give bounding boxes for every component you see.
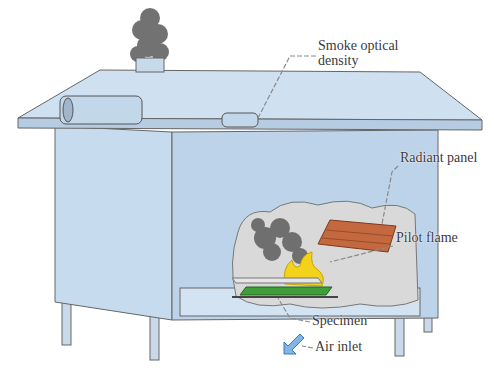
chamber-side [55, 126, 172, 320]
smoke-cloud [251, 218, 308, 264]
exhaust-smoke [130, 8, 169, 62]
chamber-front [172, 130, 438, 320]
specimen-label: Specimen [312, 313, 402, 328]
air-inlet-arrow [284, 334, 304, 354]
rail [232, 278, 322, 283]
photocell-tube [222, 113, 258, 127]
light-tube [60, 96, 142, 124]
smoke-density-label: Smoke optical density [318, 38, 428, 68]
cutaway [232, 201, 418, 308]
specimen [240, 287, 332, 295]
radiant-panel-label: Radiant panel [400, 150, 480, 165]
specimen-holder [232, 296, 338, 298]
pilot-flame-label: Pilot flame [396, 230, 476, 245]
panel-line [326, 230, 393, 236]
leader-lines [258, 56, 398, 348]
panel-line [322, 238, 390, 244]
leg [150, 312, 159, 360]
leg [395, 314, 404, 356]
chimney [136, 58, 164, 72]
air-inlet-label: Air inlet [315, 339, 405, 354]
radiant-panel [318, 220, 396, 252]
tube-end [63, 98, 73, 122]
